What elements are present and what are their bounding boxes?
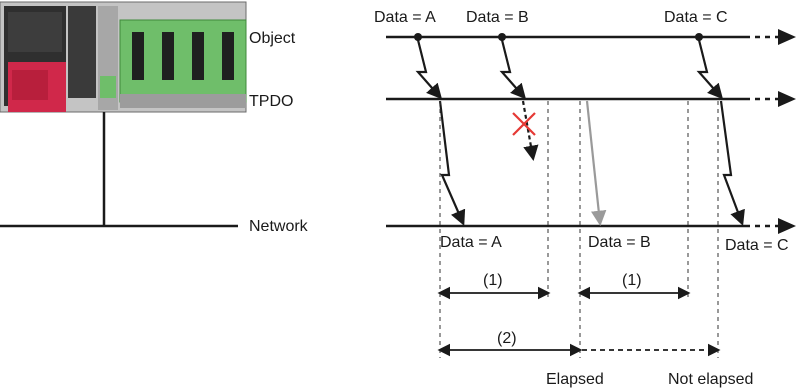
time-guides (439, 101, 719, 358)
data-b-label-top: Data = B (466, 9, 529, 26)
interval-1-label-second: (1) (622, 272, 642, 289)
cancel-x-icon (512, 112, 536, 136)
data-c-label-network: Data = C (725, 237, 789, 254)
tpdo-to-network-arrow-c (719, 100, 745, 226)
object-to-tpdo-arrow-c (696, 39, 724, 100)
data-c-label-top: Data = C (664, 9, 728, 26)
object-timeline (386, 29, 796, 45)
data-c-point (695, 33, 703, 41)
tpdo-to-network-arrow-a (438, 100, 466, 226)
data-b-label-network: Data = B (588, 234, 651, 251)
data-a-label-top: Data = A (374, 9, 436, 26)
data-a-label-network: Data = A (440, 234, 502, 251)
tpdo-timeline (386, 91, 796, 107)
elapsed-label: Elapsed (546, 371, 604, 388)
not-elapsed-label: Not elapsed (668, 371, 753, 388)
delayed-transmission-arrow-b (585, 100, 607, 227)
interval-2-label: (2) (497, 330, 517, 347)
object-label: Object (249, 30, 296, 47)
tpdo-label: TPDO (249, 93, 293, 110)
object-to-tpdo-arrow-b (499, 39, 527, 100)
data-b-point (498, 33, 506, 41)
interval-1-label-first: (1) (483, 272, 503, 289)
network-label: Network (249, 218, 309, 235)
plc-module-rack (0, 1, 247, 113)
data-a-point (414, 33, 422, 41)
object-to-tpdo-arrow-a (415, 39, 443, 100)
network-timeline (386, 218, 796, 234)
